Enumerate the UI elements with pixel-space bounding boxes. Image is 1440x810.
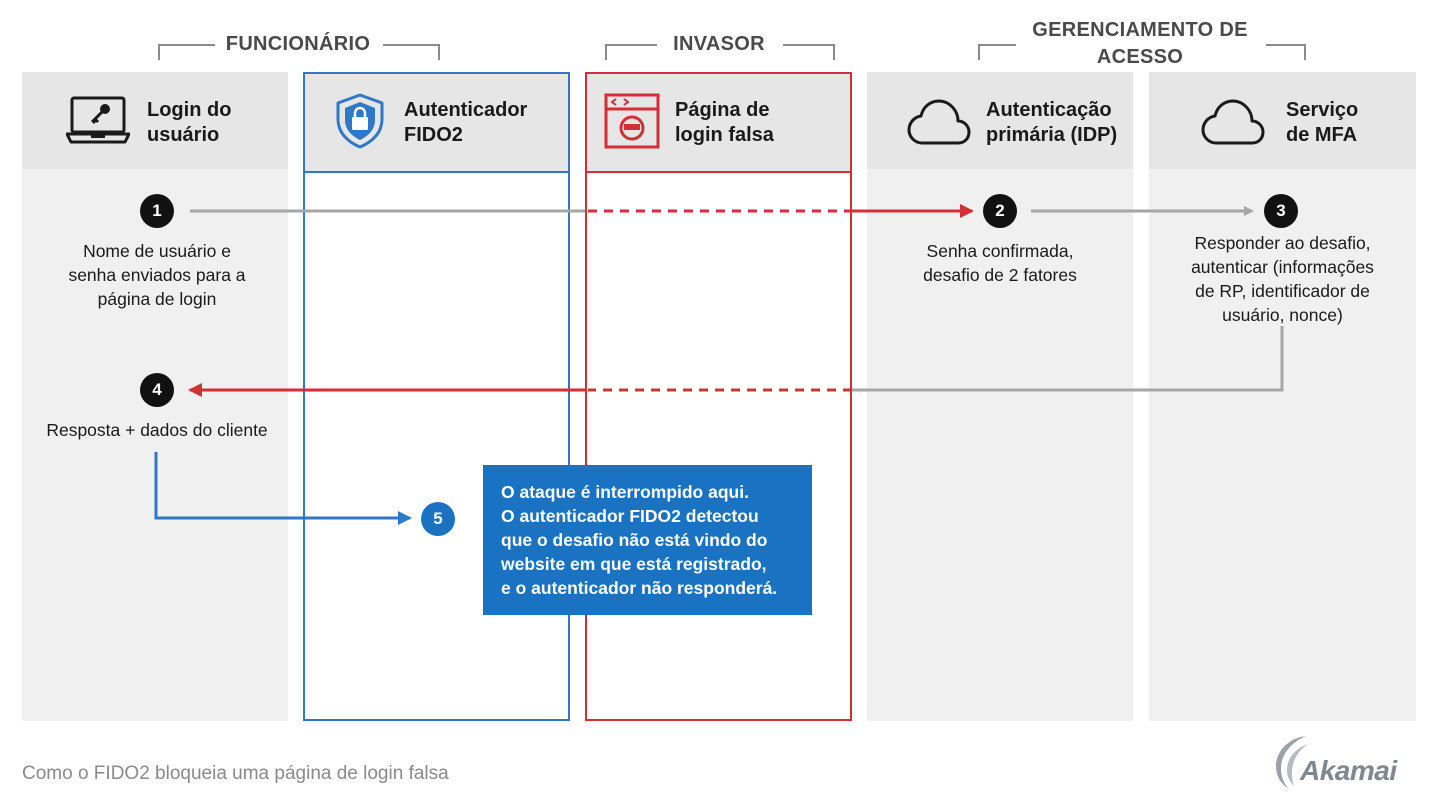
- lane-title-line: Serviço: [1286, 99, 1359, 121]
- lane-header: [22, 72, 288, 169]
- group-label-access-line1: GERENCIAMENTO DE: [1032, 19, 1248, 41]
- step-text-line: Nome de usuário e: [83, 241, 231, 261]
- akamai-logo: Akamai: [1300, 755, 1397, 786]
- callout-line: O ataque é interrompido aqui.: [501, 482, 749, 502]
- lane-title-fido2: Autenticador FIDO2: [404, 98, 527, 148]
- step-text-2: Senha confirmada, desafio de 2 fatores: [867, 239, 1133, 287]
- lane-title-fake-page: Página de login falsa: [675, 98, 774, 148]
- group-label-attacker: INVASOR: [673, 33, 765, 55]
- shield-lock-icon: [336, 93, 384, 149]
- figure-caption: Como o FIDO2 bloqueia uma página de logi…: [22, 763, 449, 784]
- callout-text: O ataque é interrompido aqui. O autentic…: [501, 480, 806, 600]
- step-text-4: Resposta + dados do cliente: [22, 418, 292, 442]
- callout-line: que o desafio não está vindo do: [501, 530, 768, 550]
- employee-bracket-left: [158, 44, 215, 60]
- step-text-line: Senha confirmada,: [926, 241, 1074, 261]
- step-number-2: 2: [995, 201, 1005, 220]
- lane-title-line: Autenticação: [986, 99, 1112, 121]
- step-text-line: usuário, nonce): [1222, 305, 1343, 325]
- lane-user-login: [22, 72, 288, 721]
- step-text-line: página de login: [97, 289, 217, 309]
- lane-title-line: Login do: [147, 99, 232, 121]
- step-number-5: 5: [433, 509, 443, 528]
- step-text-line: Responder ao desafio,: [1194, 233, 1371, 253]
- lane-title-line: Página de: [675, 99, 770, 121]
- lane-title-user-login: Login do usuário: [147, 98, 231, 148]
- lane-title-line: FIDO2: [404, 124, 463, 146]
- fake-browser-icon: [604, 93, 660, 149]
- attacker-bracket-left: [605, 44, 657, 60]
- attacker-bracket-right: [783, 44, 835, 60]
- arrow-4-blue: [154, 452, 412, 525]
- callout-line: website em que está registrado,: [501, 554, 767, 574]
- akamai-logo-swoosh-icon: [1276, 736, 1308, 788]
- step-text-line: Resposta + dados do cliente: [46, 420, 268, 440]
- step-text-line: senha enviados para a: [68, 265, 246, 285]
- lane-title-mfa: Serviço de MFA: [1286, 98, 1358, 148]
- attack-stopped-callout: [483, 465, 812, 615]
- lane-title-line: login falsa: [675, 124, 774, 146]
- step-text-line: desafio de 2 fatores: [923, 265, 1077, 285]
- step-badge-4: [140, 373, 174, 407]
- lane-title-line: Autenticador: [404, 99, 528, 121]
- lane-title-line: usuário: [147, 124, 220, 146]
- step-text-line: de RP, identificador de: [1195, 281, 1370, 301]
- lane-fake-login-page: [585, 72, 852, 721]
- group-label-access-line2: ACESSO: [1096, 46, 1184, 68]
- step-text-3: Responder ao desafio, autenticar (inform…: [1149, 231, 1416, 327]
- lane-header: [305, 74, 568, 173]
- cloud-icon: [907, 99, 971, 145]
- lane-mfa-service: [1149, 72, 1416, 721]
- lane-title-primary-auth: Autenticação primária (IDP): [986, 98, 1117, 148]
- group-label-employee: FUNCIONÁRIO: [225, 33, 371, 55]
- step-badge-5: [421, 502, 455, 536]
- lane-header: [1149, 72, 1416, 169]
- step-badge-1: [140, 194, 174, 228]
- step-text-line: autenticar (informações: [1191, 257, 1374, 277]
- cloud-icon: [1201, 99, 1265, 145]
- callout-line: e o autenticador não responderá.: [501, 578, 778, 598]
- lane-body: [22, 169, 288, 721]
- step-badge-2: [983, 194, 1017, 228]
- step-number-3: 3: [1276, 201, 1286, 220]
- lane-primary-auth: [867, 72, 1133, 721]
- laptop-key-icon: [66, 96, 130, 144]
- lane-title-line: de MFA: [1286, 124, 1358, 146]
- step-number-4: 4: [152, 380, 162, 399]
- arrow-3-gray: [852, 326, 1284, 392]
- lane-body: [1149, 169, 1416, 721]
- lane-header: [587, 74, 850, 173]
- step-number-1: 1: [152, 201, 162, 220]
- employee-bracket-right: [383, 44, 440, 60]
- step-badge-3: [1264, 194, 1298, 228]
- lane-fido2-authenticator: [303, 72, 570, 721]
- lane-body: [867, 169, 1133, 721]
- callout-line: O autenticador FIDO2 detectou: [501, 506, 759, 526]
- lane-title-line: primária (IDP): [986, 124, 1118, 146]
- step-text-1: Nome de usuário e senha enviados para a …: [22, 239, 292, 311]
- access-bracket-right: [1266, 44, 1306, 60]
- access-bracket-left: [978, 44, 1016, 60]
